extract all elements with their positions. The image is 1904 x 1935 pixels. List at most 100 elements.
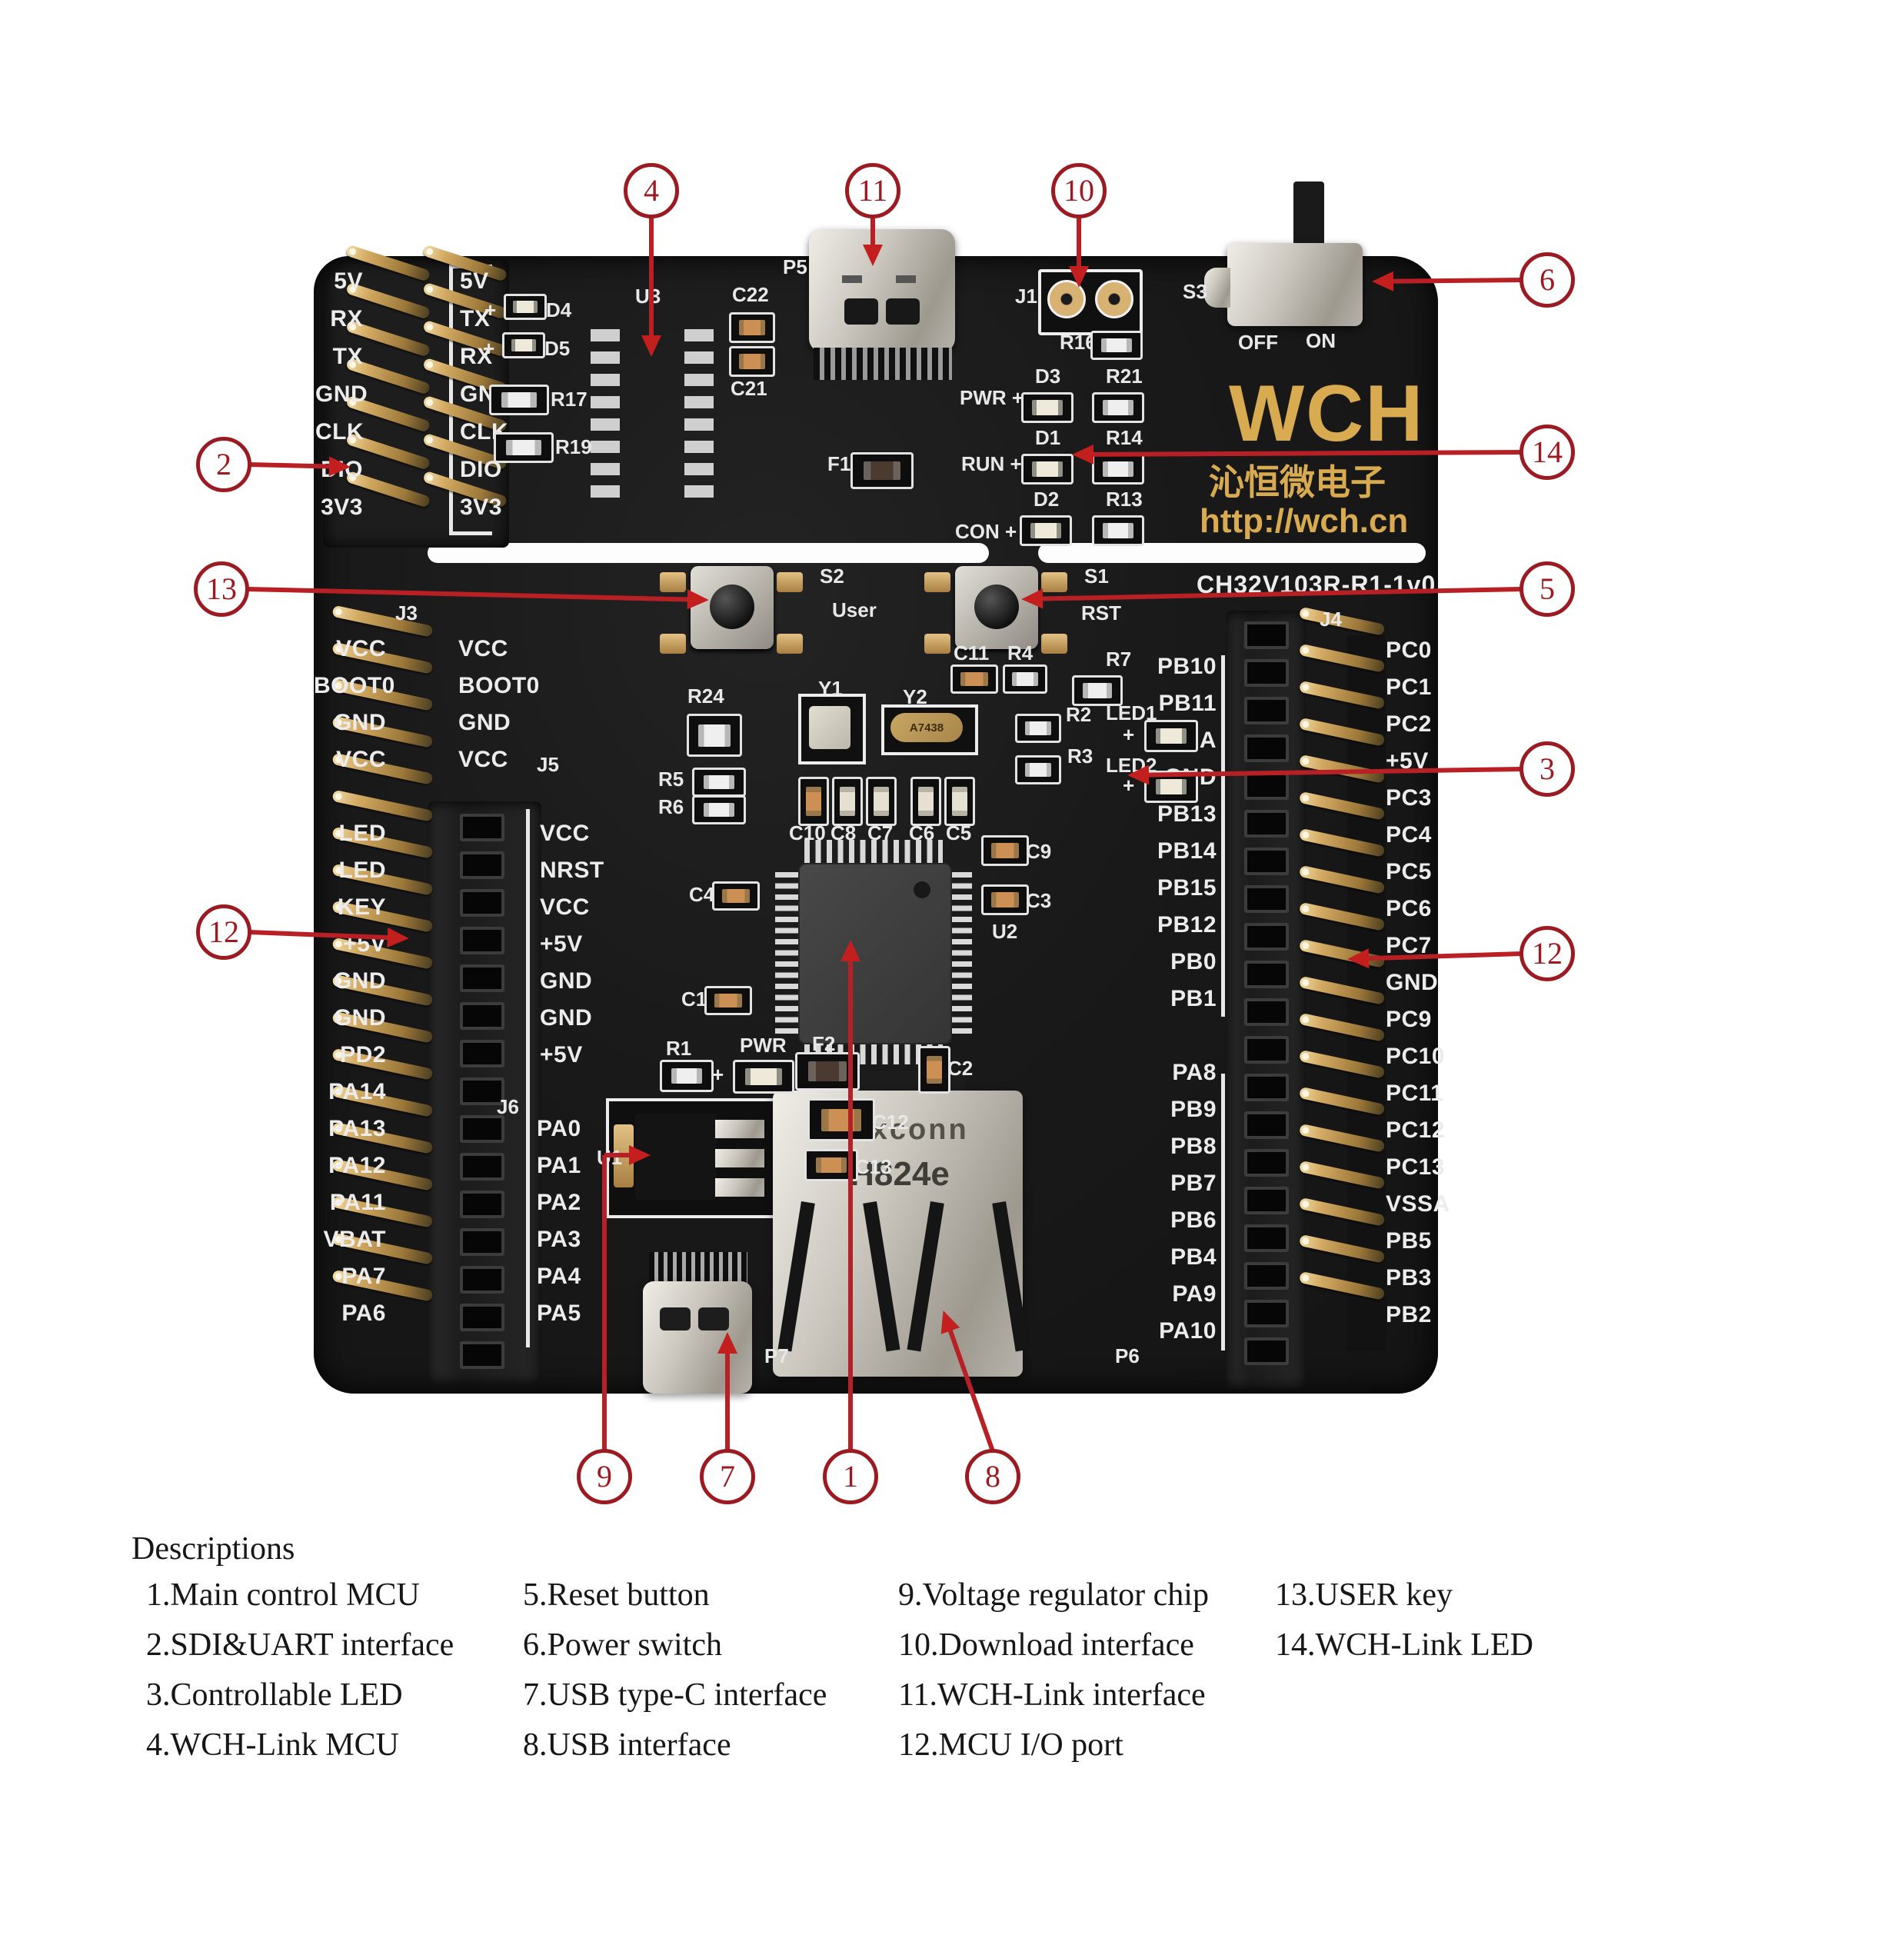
pin-label-left_outer-15: PA11 bbox=[329, 1190, 386, 1215]
smd-res bbox=[1015, 755, 1061, 784]
pin-label-right_outer-7: PC6 bbox=[1386, 896, 1432, 921]
pin-label-left_outer-11: PD2 bbox=[340, 1042, 386, 1067]
button-pad bbox=[924, 572, 950, 592]
j1-pin bbox=[1047, 280, 1086, 318]
u3-pad bbox=[684, 396, 714, 408]
smd-capv bbox=[798, 777, 829, 826]
component-ref-S3: S3 bbox=[1183, 280, 1207, 303]
button-pad bbox=[777, 634, 803, 654]
silk-line bbox=[1221, 1074, 1225, 1351]
female-header-hole bbox=[1244, 659, 1289, 687]
u3-pad bbox=[591, 351, 620, 364]
component-ref-U3: U3 bbox=[635, 285, 661, 308]
female-header-hole bbox=[460, 1304, 504, 1331]
female-header-hole bbox=[1244, 734, 1289, 762]
pin-label-left_outer-2: GND bbox=[333, 710, 386, 735]
component-ref-F1: F1 bbox=[827, 452, 851, 475]
component-ref-S2: S2 bbox=[820, 565, 844, 588]
female-header-hole bbox=[460, 889, 504, 917]
pin-label-right_inner-1: PB11 bbox=[1158, 691, 1217, 716]
component-ref-J5: J5 bbox=[537, 753, 559, 776]
power-switch[interactable] bbox=[1227, 243, 1363, 326]
legend-item: 8.USB interface bbox=[523, 1727, 731, 1763]
reset-button-cap[interactable] bbox=[974, 584, 1019, 629]
female-header-hole bbox=[460, 1115, 504, 1143]
female-header-hole bbox=[1244, 885, 1289, 913]
legend-item: 9.Voltage regulator chip bbox=[898, 1577, 1209, 1613]
smd-cer bbox=[866, 777, 897, 826]
pin-label-right_inner-17: PA9 bbox=[1172, 1281, 1217, 1307]
pin-label-left_outer-7: KEY bbox=[337, 894, 386, 920]
component-ref-R5: R5 bbox=[658, 768, 684, 791]
pin-label-right_inner-8: PB0 bbox=[1170, 949, 1217, 974]
component-ref-R7: R7 bbox=[1106, 648, 1132, 671]
component-ref-: + bbox=[484, 298, 497, 321]
female-header-hole bbox=[1244, 810, 1289, 838]
component-ref-R21: R21 bbox=[1106, 365, 1143, 388]
pin-label-left_outer-3: VCC bbox=[336, 747, 386, 772]
button-pad bbox=[660, 572, 686, 592]
callout-13: 13 bbox=[194, 561, 249, 617]
pin-label-right_inner-0: PB10 bbox=[1157, 654, 1217, 679]
female-header-hole bbox=[1244, 697, 1289, 724]
component-ref-D5: D5 bbox=[544, 337, 571, 360]
pin-label-right_outer-0: PC0 bbox=[1386, 638, 1432, 663]
smd-res bbox=[1090, 331, 1143, 360]
female-header-hole bbox=[460, 1040, 504, 1067]
pin-label-left_inner_mid-5: GND bbox=[540, 1005, 593, 1031]
legend-item: 1.Main control MCU bbox=[146, 1577, 420, 1613]
callout-line-6 bbox=[1391, 278, 1523, 284]
pin-label-left_outer-14: PA12 bbox=[328, 1153, 386, 1178]
usb-c-p5-slot bbox=[886, 298, 920, 325]
pin-label-left_inner_mid-4: GND bbox=[540, 968, 593, 994]
u3-pad bbox=[591, 396, 620, 408]
component-ref-P7: P7 bbox=[764, 1344, 789, 1367]
component-ref-R16: R16 bbox=[1060, 331, 1097, 354]
mcu-pins-left bbox=[775, 871, 798, 1034]
pin-label-left_inner_bottom-4: PA4 bbox=[537, 1264, 581, 1289]
component-ref-C6: C6 bbox=[909, 821, 935, 844]
pin-label-left_inner_bottom-5: PA5 bbox=[537, 1301, 581, 1326]
pin-label-right_outer-10: PC9 bbox=[1386, 1007, 1432, 1032]
component-ref-R19: R19 bbox=[555, 435, 592, 458]
callout-12: 12 bbox=[1520, 926, 1575, 981]
power-switch-lug bbox=[1204, 268, 1230, 308]
component-ref-C21: C21 bbox=[731, 377, 767, 400]
silk-line bbox=[1221, 655, 1225, 1017]
pin-label-left_inner_mid-3: +5V bbox=[540, 931, 583, 957]
wch-logo: WCH bbox=[1229, 369, 1425, 458]
smd-res bbox=[692, 795, 746, 824]
component-ref-C2: C2 bbox=[947, 1057, 974, 1080]
usb-c-p7-slot bbox=[698, 1307, 729, 1331]
button-pad bbox=[777, 572, 803, 592]
component-ref-C8: C8 bbox=[831, 821, 857, 844]
smd-led bbox=[502, 332, 545, 358]
legend-item: 12.MCU I/O port bbox=[898, 1727, 1123, 1763]
component-ref-D4: D4 bbox=[546, 298, 572, 321]
pin-label-top_left_inner-6: 3V3 bbox=[460, 495, 502, 520]
smd-led bbox=[1021, 392, 1073, 423]
user-button-cap[interactable] bbox=[710, 584, 754, 629]
pin-label-top_left_inner-1: TX bbox=[460, 306, 491, 331]
pin-label-right_inner-13: PB8 bbox=[1170, 1134, 1217, 1159]
callout-line-11 bbox=[870, 216, 875, 246]
smd-res bbox=[494, 432, 554, 463]
pin-label-top_left_outer-0: 5V bbox=[334, 268, 363, 294]
pin-label-left_outer-12: PA14 bbox=[328, 1079, 386, 1104]
button-pad bbox=[1041, 572, 1067, 592]
pin-label-right_outer-12: PC11 bbox=[1386, 1081, 1444, 1106]
smd-res bbox=[1072, 675, 1123, 706]
regulator-leg bbox=[715, 1149, 764, 1167]
pin-label-top_left_inner-0: 5V bbox=[460, 268, 489, 294]
callout-line-9 bbox=[602, 1155, 607, 1451]
pin-label-right_outer-1: PC1 bbox=[1386, 674, 1432, 700]
pin-label-right_outer-5: PC4 bbox=[1386, 822, 1432, 848]
pin-label-right_outer-15: VSSA bbox=[1386, 1191, 1450, 1217]
smd-res bbox=[489, 385, 549, 415]
pin-label-left_outer-5: LED bbox=[338, 821, 386, 846]
pin-label-right_inner-4: PB13 bbox=[1157, 801, 1217, 827]
callout-4: 4 bbox=[624, 163, 679, 218]
female-header-hole bbox=[1244, 772, 1289, 800]
pin-label-left_outer-16: VBAT bbox=[323, 1227, 386, 1252]
